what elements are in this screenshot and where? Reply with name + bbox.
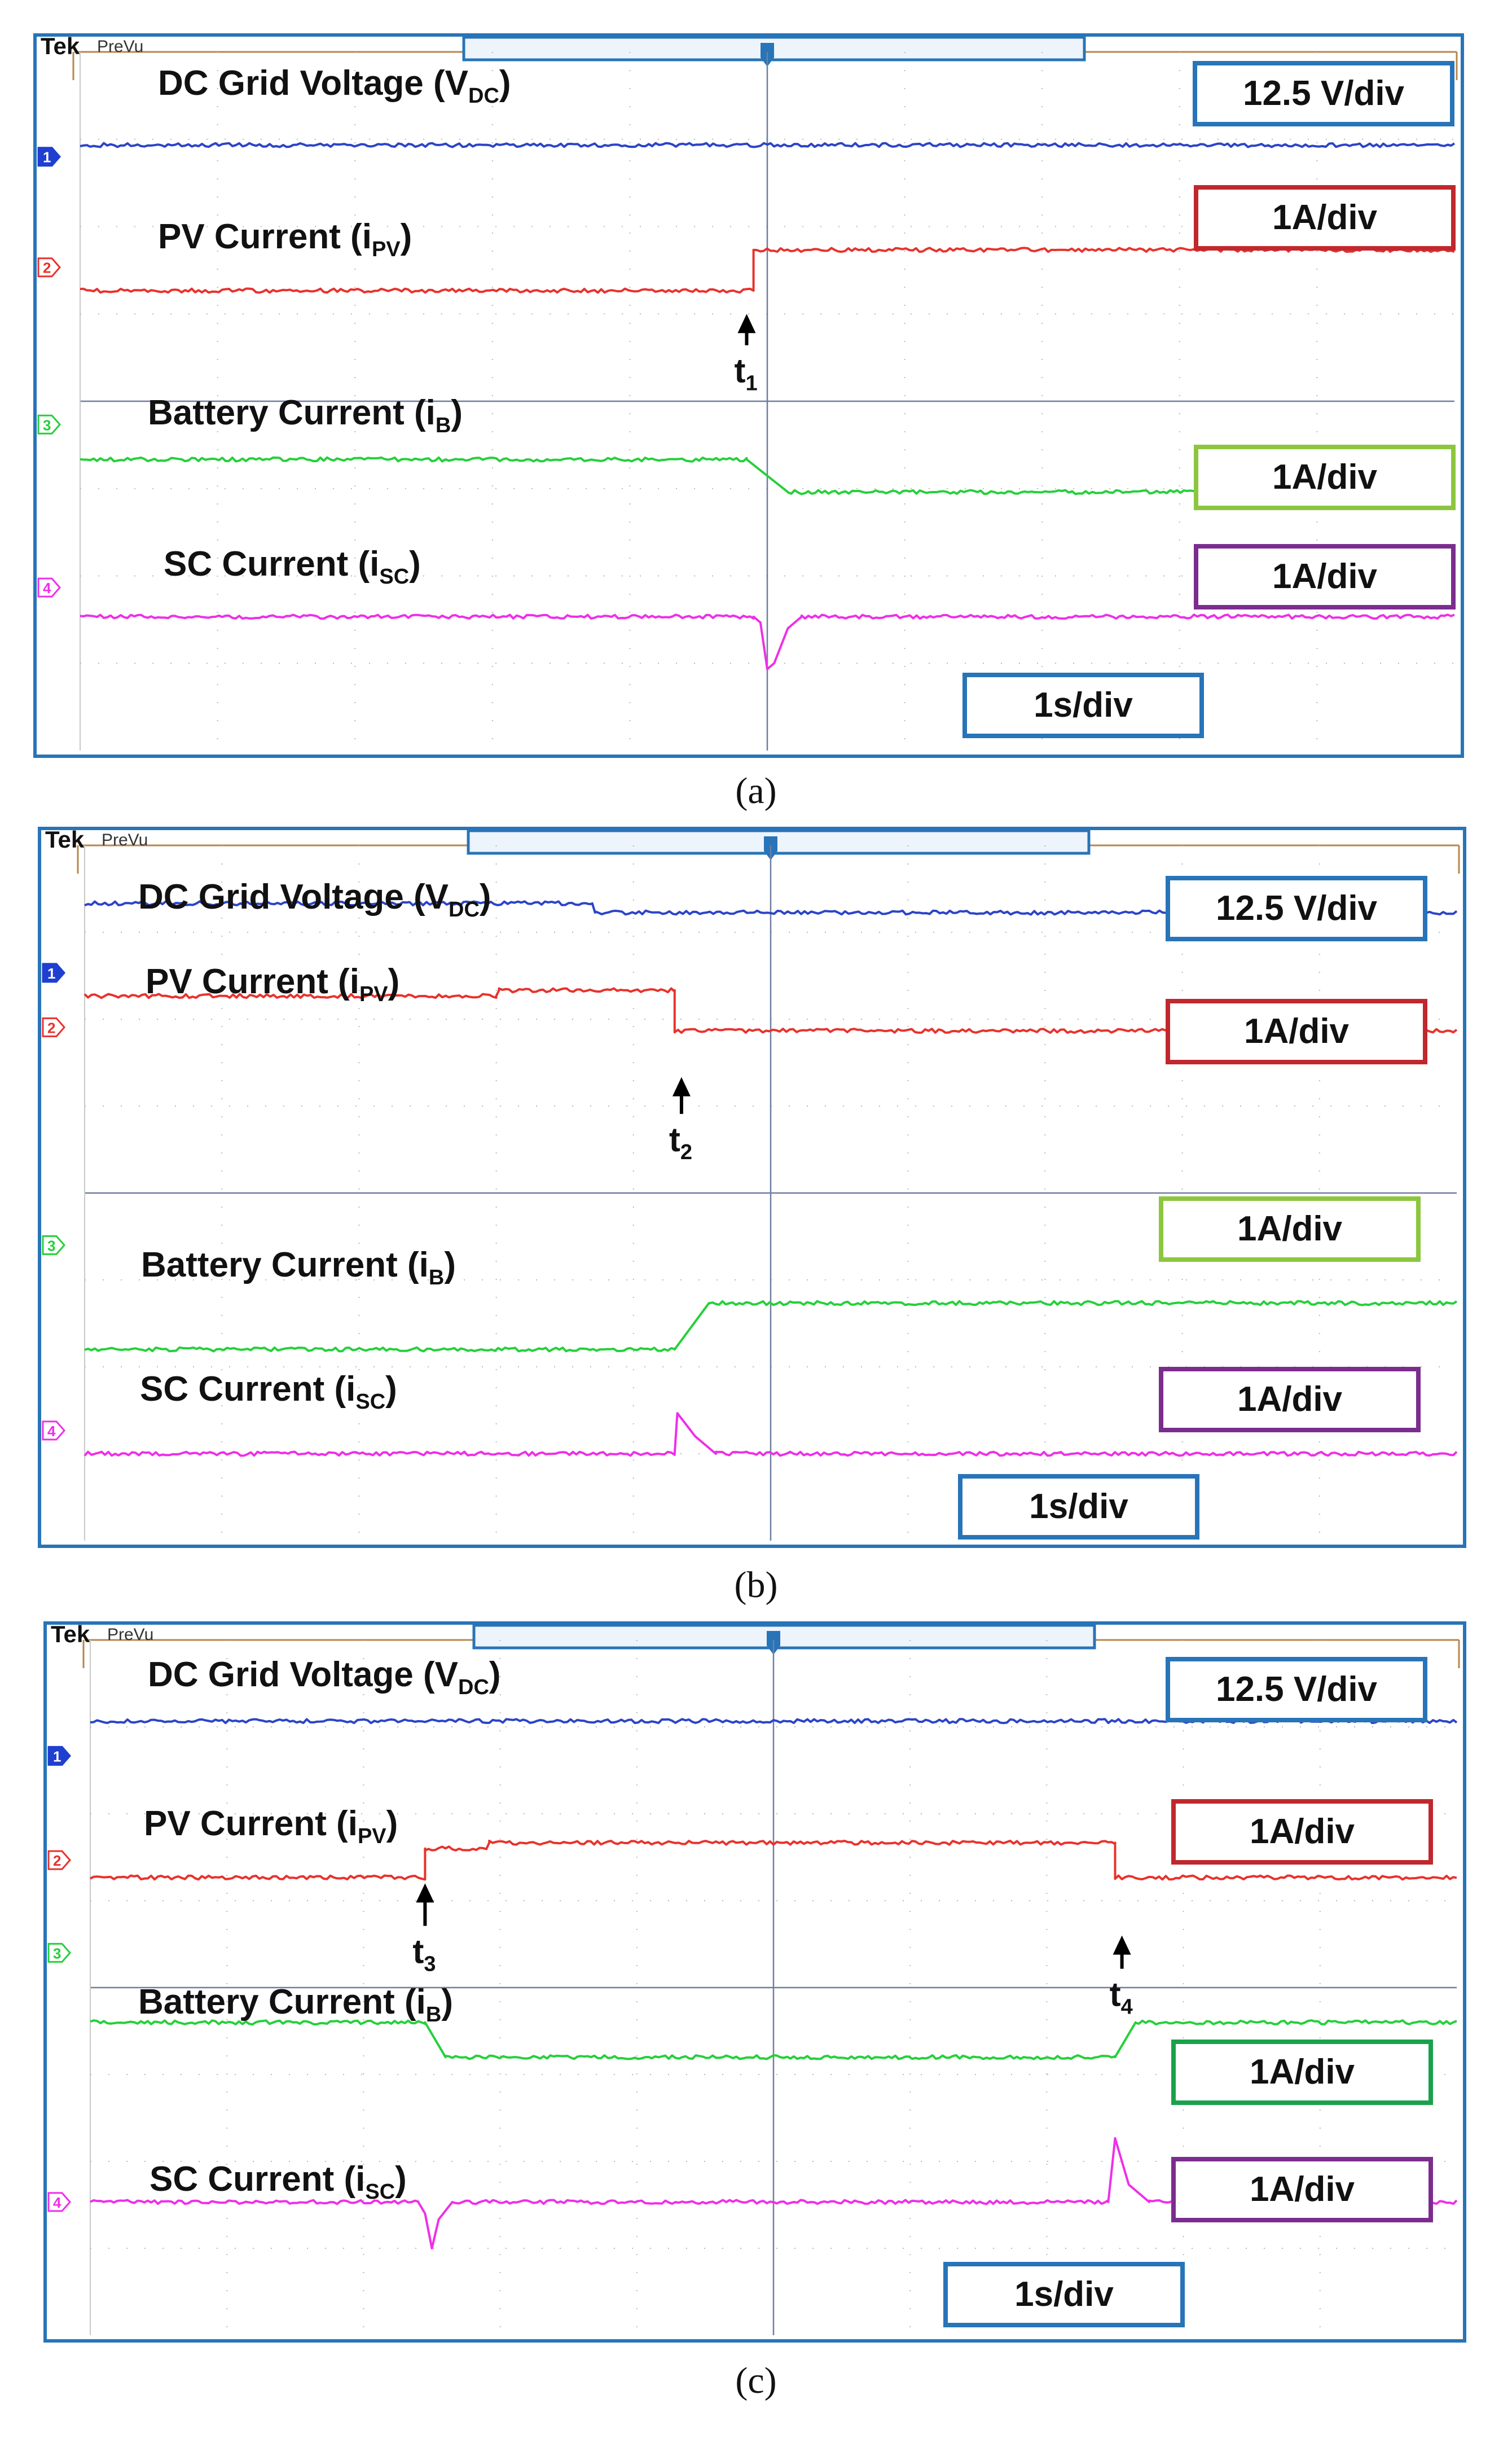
channel-marker-icon — [47, 1942, 71, 1963]
series-label: DC Grid Voltage (VDC) — [158, 64, 511, 108]
scale-box-label: 12.5 V/div — [1216, 889, 1378, 928]
channel-marker-icon — [37, 577, 61, 598]
series-trace — [90, 2019, 1457, 2060]
event-arrow-head-icon — [672, 1077, 691, 1097]
scope-panel-b: Tek PreVu 1 2 3 4 DC Grid Voltage (VDC) 12.5 V/… — [38, 826, 1466, 1548]
scale-box — [1171, 1799, 1433, 1865]
scale-box-label: 1A/div — [1272, 458, 1378, 497]
event-label: t3 — [412, 1933, 436, 1976]
scale-box — [1194, 445, 1456, 510]
scope-brand-label: Tek — [51, 1621, 90, 1647]
channel-marker-label: 2 — [43, 260, 51, 277]
scope-panel-c: Tek PreVu 1 2 3 4 DC Grid Voltage (VDC) 12.5 V/… — [43, 1621, 1466, 2343]
event-arrow-head-icon — [737, 314, 756, 334]
scale-box — [1159, 1367, 1421, 1432]
channel-marker-label: 4 — [43, 580, 51, 597]
scale-box-label: 1A/div — [1244, 1012, 1350, 1051]
series-label: PV Current (iPV) — [144, 1804, 398, 1848]
series-trace — [83, 1412, 1458, 1457]
time-scale-box — [943, 2262, 1185, 2327]
scope-frame — [33, 33, 1464, 758]
scope-frame — [43, 1621, 1466, 2343]
acquisition-window-box — [472, 1624, 1096, 1650]
series-label: DC Grid Voltage (VDC) — [148, 1655, 501, 1699]
scale-box — [1166, 999, 1427, 1064]
acquisition-window-box — [467, 829, 1091, 855]
scale-box — [1159, 1196, 1421, 1262]
channel-marker-icon — [37, 414, 61, 435]
event-label: t1 — [734, 352, 757, 396]
channel-marker-icon — [42, 1420, 65, 1441]
series-trace — [80, 142, 1456, 148]
series-label: SC Current (iSC) — [140, 1370, 397, 1414]
event-arrow-head-icon — [416, 1883, 434, 1903]
time-scale-label: 1s/div — [1029, 1487, 1128, 1526]
channel-marker-label: 2 — [47, 1019, 55, 1036]
channel-marker-label: 1 — [43, 149, 51, 166]
event-arrow-head-icon — [1113, 1935, 1131, 1955]
series-label: PV Current (iPV) — [146, 962, 399, 1006]
time-scale-label: 1s/div — [1014, 2275, 1114, 2314]
scale-box-label: 1A/div — [1237, 1380, 1343, 1419]
series-label: Battery Current (iB) — [141, 1245, 456, 1290]
series-label: DC Grid Voltage (VDC) — [138, 878, 491, 922]
channel-marker-icon — [37, 257, 61, 278]
channel-marker-icon — [47, 1850, 71, 1870]
scale-box — [1194, 544, 1456, 609]
scale-box-label: 12.5 V/div — [1216, 1670, 1378, 1709]
channel-marker-label: 1 — [47, 965, 55, 982]
channel-marker-icon — [42, 1235, 65, 1255]
panel-caption: (a) — [735, 770, 776, 812]
event-label: t4 — [1110, 1976, 1133, 2019]
channel-marker-label: 1 — [53, 1748, 61, 1765]
channel-marker-icon — [42, 1017, 65, 1037]
channel-marker-label: 3 — [53, 1945, 61, 1962]
channel-marker-icon — [37, 147, 61, 167]
scale-box-label: 1A/div — [1250, 2170, 1355, 2209]
scale-box — [1193, 61, 1454, 126]
scale-box-label: 12.5 V/div — [1243, 74, 1405, 113]
series-trace — [80, 613, 1455, 670]
channel-marker-label: 4 — [53, 2194, 61, 2211]
panel-caption: (c) — [735, 2360, 776, 2401]
scale-box-label: 1A/div — [1237, 1209, 1343, 1248]
series-label: SC Current (iSC) — [150, 2160, 407, 2204]
time-scale-box — [962, 673, 1204, 738]
scope-mode-label: PreVu — [107, 1625, 153, 1644]
time-scale-box — [958, 1474, 1199, 1540]
scope-brand-label: Tek — [41, 33, 80, 59]
scale-box-label: 1A/div — [1250, 2052, 1355, 2091]
series-trace — [90, 1839, 1457, 1881]
series-trace — [84, 1300, 1458, 1353]
series-label: SC Current (iSC) — [164, 545, 421, 589]
scale-box — [1171, 2157, 1433, 2222]
channel-marker-label: 2 — [53, 1852, 61, 1869]
time-scale-label: 1s/div — [1034, 686, 1133, 725]
channel-marker-label: 3 — [43, 416, 51, 433]
series-label: Battery Current (iB) — [138, 1983, 453, 2027]
scale-box — [1171, 2040, 1433, 2105]
scale-box — [1166, 876, 1427, 941]
scope-mode-label: PreVu — [97, 37, 143, 56]
scope-panel-a: Tek PreVu 1 2 3 4 DC Grid Voltage (VDC) 12.5 V/… — [33, 33, 1464, 758]
scope-brand-label: Tek — [45, 826, 85, 853]
series-label: Battery Current (iB) — [148, 393, 463, 437]
channel-marker-icon — [42, 963, 65, 983]
channel-marker-label: 4 — [47, 1423, 56, 1440]
series-label: PV Current (iPV) — [158, 217, 412, 261]
scale-box — [1194, 185, 1456, 251]
scale-box-label: 1A/div — [1250, 1812, 1355, 1851]
scale-box — [1166, 1657, 1427, 1722]
channel-marker-label: 3 — [47, 1237, 55, 1254]
scale-box-label: 1A/div — [1272, 557, 1378, 596]
panel-caption: (b) — [735, 1564, 778, 1606]
event-label: t2 — [669, 1121, 692, 1164]
channel-marker-icon — [47, 2192, 71, 2212]
channel-marker-icon — [47, 1745, 71, 1766]
scale-box-label: 1A/div — [1272, 198, 1378, 237]
scope-mode-label: PreVu — [102, 831, 148, 849]
